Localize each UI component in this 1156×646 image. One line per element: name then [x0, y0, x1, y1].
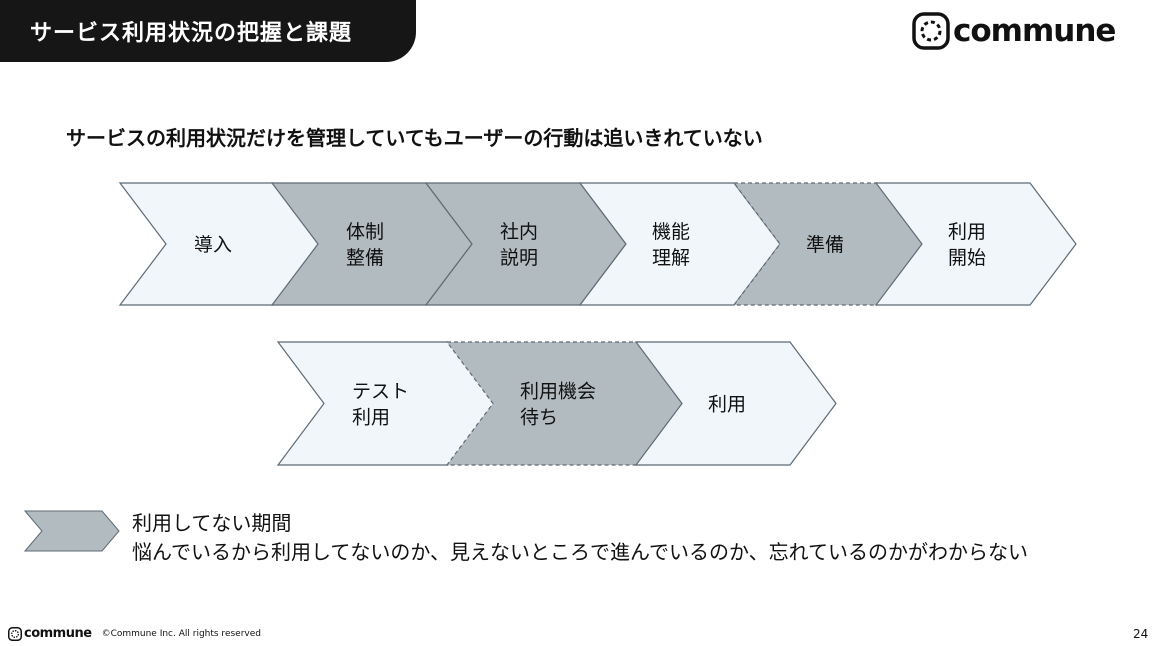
flow-step-label: 社内 [500, 221, 538, 243]
flow-step-label: 待ち [520, 407, 558, 429]
legend-title: 利用してない期間 [132, 511, 292, 535]
flow-step-label: テスト [352, 381, 409, 403]
footer-brand: commune [24, 626, 92, 641]
page-title: サービス利用状況の把握と課題 [30, 21, 353, 46]
flow-step-chevron [270, 182, 473, 306]
title-bar: サービス利用状況の把握と課題 [0, 0, 416, 62]
flow-step-label: 体制 [346, 221, 384, 243]
footer: commune ©Commune Inc. All rights reserve… [8, 626, 261, 641]
flow-step-label: 開始 [948, 247, 986, 269]
page-number: 24 [1133, 627, 1149, 641]
footer-logo-icon [8, 626, 22, 641]
flow-step-label: 導入 [194, 234, 232, 256]
brand-name: commune [953, 13, 1116, 49]
flow-step-chevron [732, 182, 925, 306]
flow-step-chevron [874, 182, 1077, 306]
flow-step-chevron [578, 182, 781, 306]
commune-logo-icon [912, 12, 950, 50]
slide-subtitle: サービスの利用状況だけを管理していてもユーザーの行動は追いきれていない [66, 126, 763, 150]
flow-step-label: 利用 [352, 407, 390, 429]
legend-chevron-icon [24, 510, 120, 552]
flow-step-label: 理解 [652, 247, 690, 269]
footer-copyright: ©Commune Inc. All rights reserved [101, 628, 261, 639]
flow-step-label: 利用 [708, 394, 746, 416]
flow-step-label: 機能 [652, 221, 690, 243]
flow-step-label: 利用機会 [520, 381, 596, 403]
flow-step-chevron [118, 182, 321, 306]
flow-step-chevron [445, 341, 687, 466]
flow-step-chevron [276, 341, 495, 466]
flow-step-label: 整備 [346, 247, 384, 269]
flow-step-chevron [424, 182, 627, 306]
flow-step-chevron [634, 341, 837, 466]
flow-step-label: 利用 [948, 221, 986, 243]
flow-step-label: 準備 [806, 234, 844, 256]
brand-logo: commune [912, 12, 1116, 50]
flow-step-label: 説明 [500, 247, 538, 269]
legend-description: 悩んでいるから利用してないのか、見えないところで進んでいるのか、忘れているのかが… [132, 540, 1028, 564]
